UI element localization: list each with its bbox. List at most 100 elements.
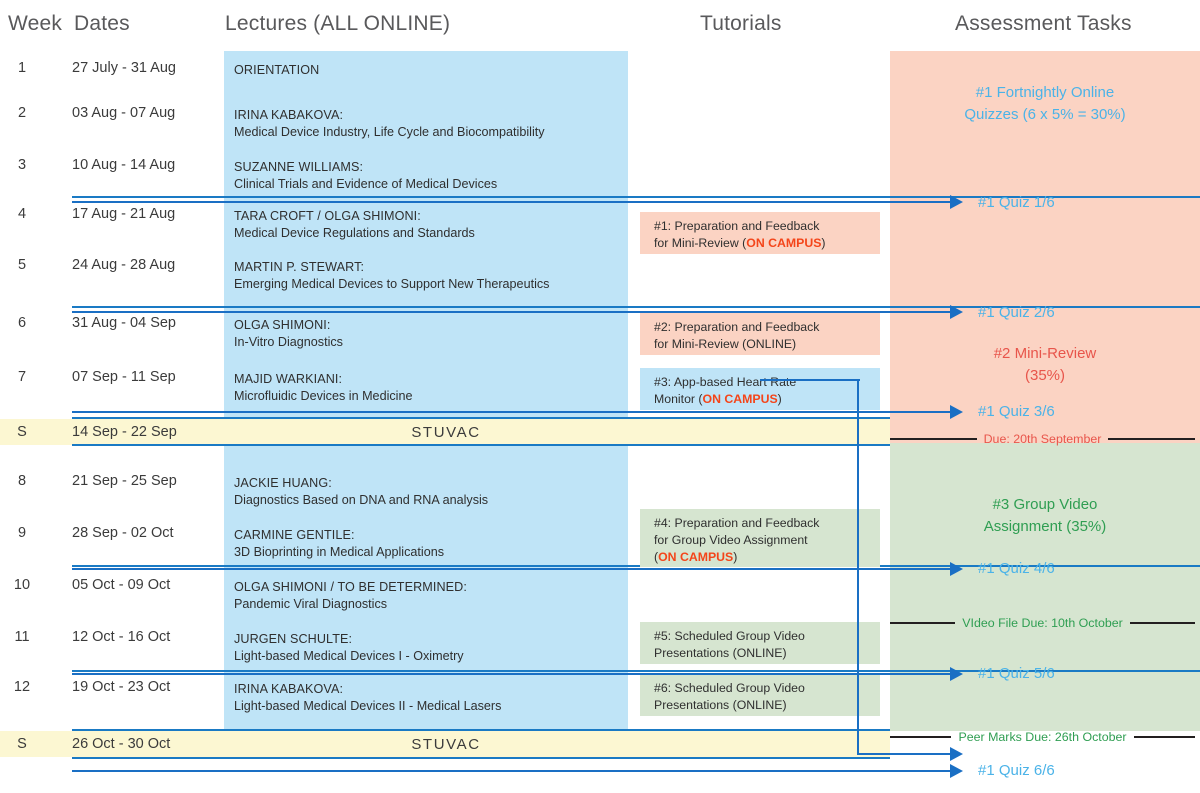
assessment-task-1-line-2: Quizzes (6 x 5% = 30%) — [964, 105, 1126, 123]
quiz-arrow-head-2 — [950, 305, 963, 319]
due-rule-right — [1108, 438, 1196, 440]
header-tutorials: Tutorials — [700, 12, 782, 35]
stuvac-label: STUVAC — [411, 736, 481, 753]
tutorial-box-5[interactable]: #5: Scheduled Group Video Presentations … — [640, 622, 880, 664]
tutorial-line-1: #2: Preparation and Feedback — [654, 320, 820, 334]
lecture-band-first-half — [224, 51, 628, 419]
header-lectures: Lectures (ALL ONLINE) — [225, 12, 451, 35]
due-date-mini-review: Due: 20th September — [890, 432, 1196, 446]
lecture-cell: MARTIN P. STEWART: Emerging Medical Devi… — [234, 259, 549, 292]
week-dates: 17 Aug - 21 Aug — [72, 206, 176, 222]
due-rule-left — [890, 736, 952, 738]
week-dates: 14 Sep - 22 Sep — [72, 424, 177, 440]
lecture-topic: In-Vitro Diagnostics — [234, 334, 343, 349]
quiz-arrow-line-3 — [72, 411, 952, 414]
assessment-task-2: #2 Mini-Review (35%) — [895, 343, 1195, 387]
section-divider — [72, 306, 1200, 309]
tutorial-line-4: ) — [733, 549, 738, 564]
week-dates: 31 Aug - 04 Sep — [72, 315, 176, 331]
tutorial3-connector-bottom — [857, 753, 952, 756]
week-dates: 07 Sep - 11 Sep — [72, 369, 176, 385]
lecture-cell: SUZANNE WILLIAMS: Clinical Trials and Ev… — [234, 159, 497, 192]
header-dates: Dates — [74, 12, 130, 35]
week-number: 2 — [17, 105, 27, 121]
tutorial-box-4[interactable]: #4: Preparation and Feedback for Group V… — [640, 509, 880, 567]
tutorial-line-1: #5: Scheduled Group Video — [654, 629, 805, 643]
lecture-topic: Light-based Medical Devices I - Oximetry — [234, 648, 464, 663]
tutorial-line-2: for Group Video Assignment — [654, 532, 808, 547]
lecture-presenter: IRINA KABAKOVA: — [234, 108, 344, 122]
section-divider — [72, 444, 890, 447]
assessment-task-1-line-1: #1 Fortnightly Online — [975, 84, 1115, 101]
due-date-video-file: VIdeo File Due: 10th October — [890, 616, 1196, 630]
week-number: 11 — [14, 629, 30, 645]
due-date-peer-marks: Peer Marks Due: 26th October — [890, 730, 1196, 744]
tutorial-line-2: for Mini-Review (ONLINE) — [654, 336, 797, 351]
tutorial3-connector-arrow-head — [950, 747, 963, 761]
assessment-band-red — [890, 51, 1200, 443]
quiz-label-2: #1 Quiz 2/6 — [978, 304, 1055, 321]
tutorial-line-3: ) — [821, 235, 826, 250]
week-number: 7 — [17, 369, 27, 385]
lecture-cell: OLGA SHIMONI: In-Vitro Diagnostics — [234, 317, 343, 350]
tutorial-box-1[interactable]: #1: Preparation and Feedback for Mini-Re… — [640, 212, 880, 254]
header-assessment: Assessment Tasks — [955, 12, 1132, 35]
assessment-task-3: #3 Group Video Assignment (35%) — [895, 494, 1195, 538]
quiz-label-6: #1 Quiz 6/6 — [978, 762, 1055, 779]
due-date-label: Peer Marks Due: 26th October — [958, 730, 1127, 744]
lecture-cell: OLGA SHIMONI / TO BE DETERMINED: Pandemi… — [234, 579, 467, 612]
section-divider — [72, 565, 1200, 568]
quiz-arrow-line-1 — [72, 201, 952, 204]
week-dates: 27 July - 31 Aug — [72, 60, 176, 76]
lecture-presenter: JACKIE HUANG: — [234, 476, 332, 490]
tutorial-mode-badge: ON CAMPUS — [658, 549, 734, 564]
week-number: 3 — [17, 157, 27, 173]
tutorial-box-3[interactable]: #3: App-based Heart Rate Monitor (ON CAM… — [640, 368, 880, 410]
lecture-topic: Clinical Trials and Evidence of Medical … — [234, 176, 498, 191]
week-number: 1 — [17, 60, 27, 76]
lecture-cell: MAJID WARKIANI: Microfluidic Devices in … — [234, 371, 412, 404]
lecture-cell: IRINA KABAKOVA: Light-based Medical Devi… — [234, 681, 501, 714]
week-dates: 24 Aug - 28 Aug — [72, 257, 176, 273]
lecture-topic: Medical Device Industry, Life Cycle and … — [234, 124, 545, 139]
week-dates: 21 Sep - 25 Sep — [72, 473, 177, 489]
tutorial-mode-badge: ON CAMPUS — [702, 391, 778, 406]
assessment-task-2-line-1: #2 Mini-Review — [993, 345, 1097, 362]
quiz-label-4: #1 Quiz 4/6 — [978, 560, 1055, 577]
quiz-arrow-head-4 — [950, 562, 963, 576]
tutorial-box-6[interactable]: #6: Scheduled Group Video Presentations … — [640, 674, 880, 716]
quiz-arrow-head-6 — [950, 764, 963, 778]
lecture-presenter: IRINA KABAKOVA: — [234, 682, 344, 696]
quiz-arrow-line-2 — [72, 311, 952, 314]
tutorial-line-3: ) — [777, 391, 782, 406]
assessment-band-green — [890, 443, 1200, 731]
assessment-task-2-line-2: (35%) — [1024, 366, 1065, 384]
lecture-cell: JURGEN SCHULTE: Light-based Medical Devi… — [234, 631, 464, 664]
section-divider — [72, 196, 1200, 199]
week-number: 8 — [17, 473, 27, 489]
quiz-arrow-head-5 — [950, 667, 963, 681]
lecture-presenter: MAJID WARKIANI: — [234, 372, 343, 386]
quiz-arrow-head-1 — [950, 195, 963, 209]
lecture-cell: JACKIE HUANG: Diagnostics Based on DNA a… — [234, 475, 488, 508]
week-number: 4 — [17, 206, 27, 222]
stuvac-row-band-2 — [0, 731, 890, 757]
week-dates: 03 Aug - 07 Aug — [72, 105, 176, 121]
tutorial-line-1: #6: Scheduled Group Video — [654, 681, 805, 695]
tutorial-line-2: for Mini-Review ( — [654, 235, 747, 250]
lecture-presenter: OLGA SHIMONI: — [234, 318, 331, 332]
quiz-arrow-line-4 — [72, 568, 952, 571]
tutorial-line-1: #1: Preparation and Feedback — [654, 219, 820, 233]
week-dates: 12 Oct - 16 Oct — [72, 629, 171, 645]
week-dates: 05 Oct - 09 Oct — [72, 577, 171, 593]
due-rule-right — [1133, 736, 1196, 738]
tutorial-line-1: #4: Preparation and Feedback — [654, 516, 820, 530]
tutorial3-connector-top — [760, 379, 860, 382]
tutorial3-connector-vertical — [857, 379, 860, 755]
quiz-label-1: #1 Quiz 1/6 — [978, 194, 1055, 211]
lecture-presenter: TARA CROFT / OLGA SHIMONI: — [234, 209, 421, 223]
tutorial-box-2[interactable]: #2: Preparation and Feedback for Mini-Re… — [640, 313, 880, 355]
week-number: 10 — [13, 577, 31, 593]
lecture-topic: Medical Device Regulations and Standards — [234, 225, 475, 240]
